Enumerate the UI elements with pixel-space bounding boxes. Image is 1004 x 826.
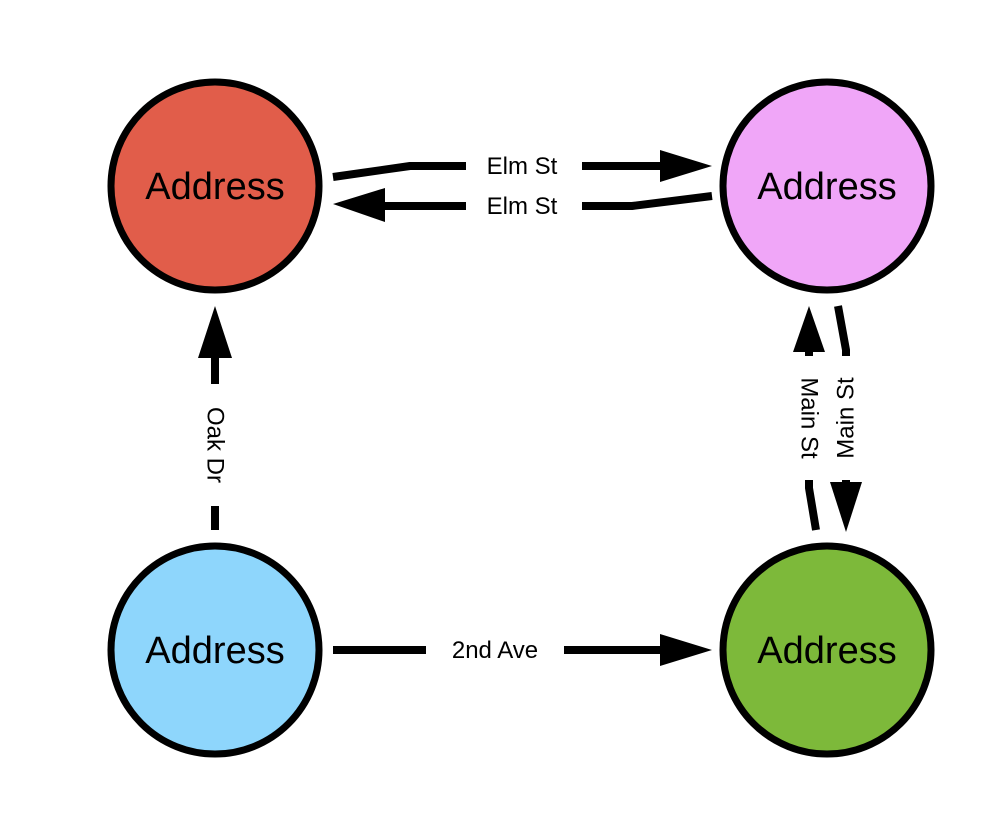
node-bottom-right: Address bbox=[719, 542, 935, 758]
node-top-right: Address bbox=[719, 78, 935, 294]
node-bottom-right-label: Address bbox=[757, 630, 896, 672]
node-top-right-circle bbox=[719, 78, 935, 294]
node-top-left-circle bbox=[107, 78, 323, 294]
edge-oak-dr: Oak Dr bbox=[198, 306, 232, 530]
edge-elm-st-forward: Elm St bbox=[332, 150, 712, 182]
edge-elm-st-back: Elm St bbox=[333, 188, 713, 222]
edge-second-ave-label: 2nd Ave bbox=[452, 637, 538, 664]
edge-oak-dr-arrowhead bbox=[198, 306, 232, 358]
edge-second-ave-arrowhead bbox=[660, 634, 712, 666]
edge-oak-dr-label: Oak Dr bbox=[202, 407, 229, 483]
edge-elm-st-forward-arrowhead bbox=[660, 150, 712, 182]
edge-second-ave: 2nd Ave bbox=[333, 634, 712, 666]
edge-elm-st-back-arrowhead bbox=[333, 188, 385, 222]
edge-elm-st-back-label: Elm St bbox=[487, 193, 558, 220]
edge-main-st-up: Main St bbox=[793, 306, 825, 531]
edge-main-st-down-arrowhead bbox=[830, 482, 862, 532]
node-bottom-left: Address bbox=[107, 542, 323, 758]
node-bottom-left-label: Address bbox=[145, 630, 284, 672]
node-bottom-left-circle bbox=[107, 542, 323, 758]
node-bottom-right-circle bbox=[719, 542, 935, 758]
edge-main-st-down: Main St bbox=[830, 305, 862, 532]
edge-main-st-down-label: Main St bbox=[833, 377, 860, 459]
node-top-left-label: Address bbox=[145, 166, 284, 208]
edge-main-st-up-arrowhead bbox=[793, 306, 825, 352]
edge-main-st-up-label: Main St bbox=[796, 377, 823, 459]
node-top-right-label: Address bbox=[757, 166, 896, 208]
node-top-left: Address bbox=[107, 78, 323, 294]
edge-elm-st-forward-label: Elm St bbox=[487, 153, 558, 180]
